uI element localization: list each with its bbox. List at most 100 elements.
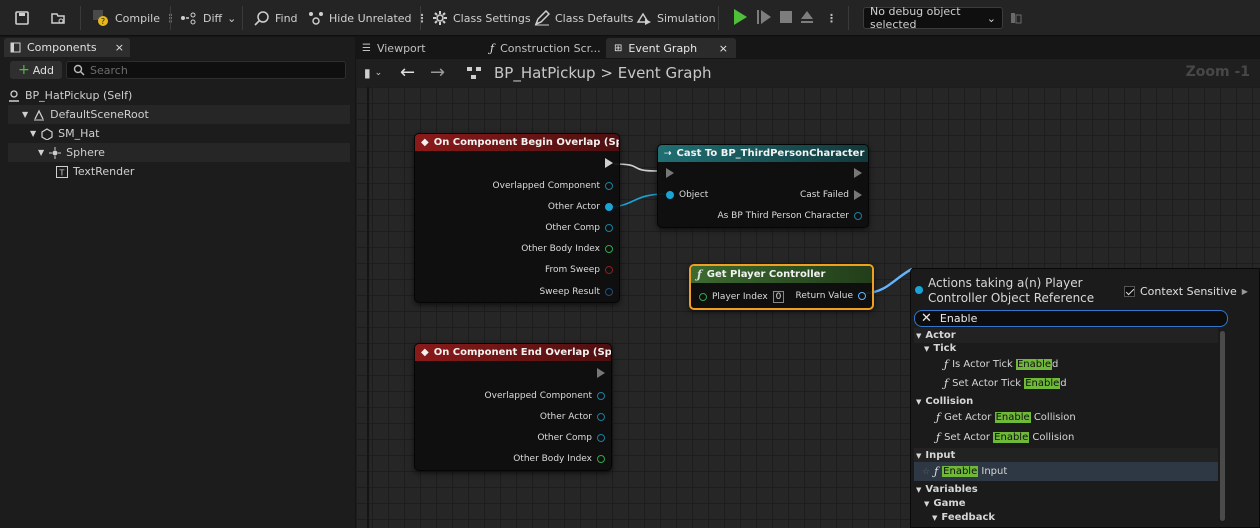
pin-from-sweep[interactable]: From Sweep: [545, 265, 613, 275]
browse-button[interactable]: [50, 8, 66, 28]
pin-circle[interactable]: [597, 392, 605, 400]
pin-circle[interactable]: [605, 224, 613, 232]
close-icon[interactable]: ×: [114, 41, 124, 54]
pin-circle[interactable]: [605, 266, 613, 274]
close-icon[interactable]: ×: [718, 41, 728, 55]
menu-item-get-actor-enable-collision[interactable]: ƒ Get Actor Enable Collision: [914, 408, 1218, 427]
tab-viewport[interactable]: ☰ Viewport: [354, 38, 434, 58]
tab-construction-script[interactable]: ƒ Construction Scr...: [482, 38, 609, 58]
save-icon: [15, 11, 29, 25]
pin-other-actor[interactable]: Other Actor: [540, 412, 605, 422]
pin-cast-failed[interactable]: Cast Failed: [800, 190, 862, 200]
menu-item-set-actor-enable-collision[interactable]: ƒ Set Actor Enable Collision: [914, 428, 1218, 447]
node-end-overlap[interactable]: ◆ On Component End Overlap (Sphere) Over…: [414, 343, 612, 471]
exec-in-pin[interactable]: [666, 168, 674, 178]
pin-circle[interactable]: [666, 191, 674, 199]
pin-other-body-index[interactable]: Other Body Index: [513, 454, 605, 464]
exec-out-pin[interactable]: [605, 158, 613, 168]
debug-filter-icon[interactable]: [1010, 12, 1022, 24]
toolbar-separator: [80, 6, 81, 30]
pin-circle[interactable]: [605, 182, 613, 190]
class-defaults-button[interactable]: Class Defaults: [534, 8, 633, 28]
pin-as-bp-third-person[interactable]: As BP Third Person Character: [717, 211, 862, 221]
pin-circle[interactable]: [597, 413, 605, 421]
pin-sweep-result[interactable]: Sweep Result: [539, 287, 613, 297]
tab-components[interactable]: Components ×: [4, 38, 130, 57]
menu-category-collision[interactable]: ▼Collision: [914, 394, 1218, 409]
debug-object-select[interactable]: No debug object selected ⌄: [863, 5, 1003, 31]
step-icon[interactable]: [756, 8, 772, 26]
tree-item-text-render[interactable]: T TextRender: [8, 162, 350, 181]
exec-out-pin[interactable]: [597, 368, 605, 378]
tab-event-graph[interactable]: ⊞ Event Graph ×: [606, 38, 736, 58]
item-label: Enable Input: [942, 466, 1008, 477]
find-button[interactable]: Find: [254, 8, 298, 28]
pin-other-body-index[interactable]: Other Body Index: [521, 244, 613, 254]
stop-icon[interactable]: [778, 8, 794, 26]
pin-circle[interactable]: [605, 288, 613, 296]
compile-button[interactable]: ? Compile ⋮: [92, 8, 176, 28]
breadcrumb-graph[interactable]: Event Graph: [617, 64, 712, 82]
item-label: Set Actor Enable Collision: [944, 432, 1075, 443]
menu-category-feedback[interactable]: ▼Feedback: [914, 510, 1218, 525]
pin-circle[interactable]: [597, 434, 605, 442]
pin-circle[interactable]: [858, 292, 866, 300]
forward-icon[interactable]: →: [430, 62, 446, 83]
node-cast[interactable]: ⇢ Cast To BP_ThirdPersonCharacter Object…: [657, 144, 869, 228]
components-search-input[interactable]: Search: [66, 61, 346, 79]
class-settings-button[interactable]: Class Settings: [432, 8, 531, 28]
tree-item-label: BP_HatPickup (Self): [25, 89, 133, 102]
main-toolbar: ? Compile ⋮ Diff ⌄ Find Hide Unrelated ⋮…: [0, 0, 1260, 36]
pin-circle[interactable]: [605, 203, 613, 211]
tree-item-self[interactable]: BP_HatPickup (Self): [8, 86, 350, 105]
play-options-icon[interactable]: ⋮: [826, 11, 837, 25]
tree-item-label: DefaultSceneRoot: [50, 108, 149, 121]
context-sensitive-toggle[interactable]: Context Sensitive ▶: [1124, 285, 1248, 298]
hide-unrelated-options-icon[interactable]: ⋮: [416, 11, 428, 25]
pin-circle[interactable]: [699, 293, 707, 301]
tree-item-sm-hat[interactable]: ▼ SM_Hat: [8, 124, 350, 143]
node-begin-overlap[interactable]: ◆ On Component Begin Overlap (Sphere) Ov…: [414, 133, 620, 303]
save-button[interactable]: [14, 8, 30, 28]
pin-overlapped-component[interactable]: Overlapped Component: [493, 181, 613, 191]
tree-item-sphere[interactable]: ▼ Sphere: [8, 143, 350, 162]
add-component-button[interactable]: + Add: [10, 61, 62, 79]
menu-category-variables[interactable]: ▼Variables: [914, 482, 1218, 497]
menu-category-actor[interactable]: ▼Actor: [914, 328, 1218, 343]
tree-item-default-scene-root[interactable]: ▼ DefaultSceneRoot: [8, 105, 350, 124]
play-icon[interactable]: [732, 8, 748, 26]
menu-item-set-actor-tick-enabled[interactable]: ƒ Set Actor Tick Enabled: [914, 374, 1218, 393]
pin-other-comp[interactable]: Other Comp: [545, 223, 613, 233]
simulation-button[interactable]: Simulation: [636, 8, 716, 28]
pin-return-value[interactable]: Return Value: [796, 291, 866, 301]
context-sensitive-checkbox[interactable]: [1124, 286, 1135, 297]
pin-circle[interactable]: [605, 245, 613, 253]
breadcrumb-blueprint[interactable]: BP_HatPickup: [494, 64, 596, 82]
bookmark-button[interactable]: ▮ ⌄: [364, 66, 382, 80]
chevron-down-icon: ▼: [924, 344, 930, 353]
pin-object[interactable]: Object: [666, 190, 708, 200]
pin-circle[interactable]: [854, 212, 862, 220]
exec-out-pin[interactable]: [854, 168, 862, 178]
pin-other-comp[interactable]: Other Comp: [537, 433, 605, 443]
toolbar-separator: [170, 6, 171, 30]
eject-icon[interactable]: [799, 8, 815, 26]
back-icon[interactable]: ←: [400, 62, 416, 83]
pin-other-actor[interactable]: Other Actor: [548, 202, 613, 212]
node-get-player-controller[interactable]: ƒ Get Player Controller Player Index 0 R…: [689, 264, 874, 310]
action-search-input[interactable]: ✕ Enable: [914, 310, 1228, 327]
menu-category-input[interactable]: ▼Input: [914, 448, 1218, 463]
pin-circle[interactable]: [597, 455, 605, 463]
menu-scrollbar[interactable]: [1220, 331, 1225, 521]
diff-button[interactable]: Diff ⌄: [180, 8, 236, 28]
menu-item-enable-input[interactable]: ☆ ƒ Enable Input: [914, 462, 1218, 481]
pin-overlapped-component[interactable]: Overlapped Component: [485, 391, 605, 401]
menu-category-tick[interactable]: ▼Tick: [914, 341, 1218, 356]
menu-category-game[interactable]: ▼Game: [914, 496, 1218, 511]
star-icon[interactable]: ☆: [922, 466, 931, 477]
clear-search-icon[interactable]: ✕: [921, 311, 932, 326]
player-index-input[interactable]: 0: [772, 291, 785, 303]
menu-item-is-actor-tick-enabled[interactable]: ƒ Is Actor Tick Enabled: [914, 355, 1218, 374]
hide-unrelated-button[interactable]: Hide Unrelated ⋮: [308, 8, 428, 28]
pin-player-index[interactable]: Player Index 0: [699, 291, 785, 303]
